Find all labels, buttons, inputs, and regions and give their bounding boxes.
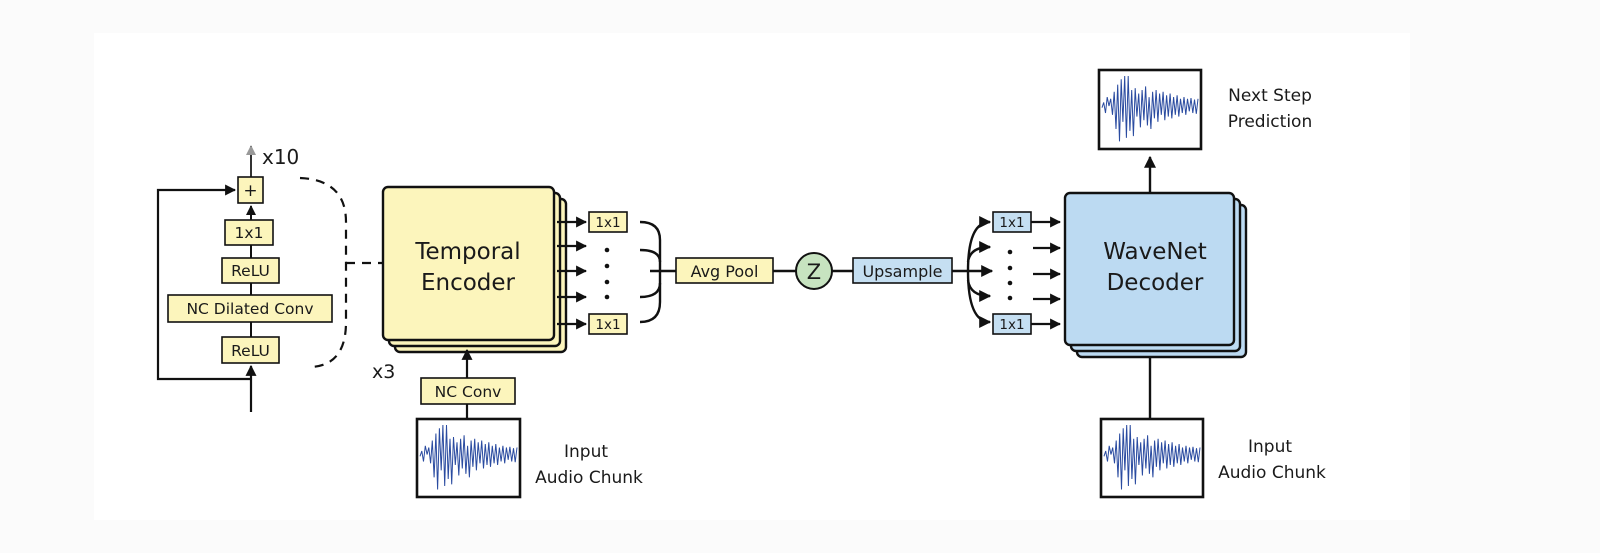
add-node [237,176,264,204]
fanout-arrow [966,241,992,263]
encoder-input-label-line2: Audio Chunk [535,468,643,488]
encoder-input-waveform-frame [415,417,522,499]
encoder-title-line1: Temporal [414,239,520,265]
encoder-1x1-bottom-box [588,313,628,335]
conv-1x1-label: 1x1 [235,224,264,242]
upsample-label: Upsample [862,262,942,281]
encoder-input-waveform [419,424,518,490]
bottleneck: Avg Pool Z Upsample [675,252,953,290]
dilated-conv-label: NC Dilated Conv [186,300,313,318]
stack-label: x3 [372,361,395,383]
ellipsis-dot [604,247,610,253]
wavenet-decoder: 1x1 1x1 WaveNet Decoder Next Step Predic… [952,68,1326,499]
encoder-1x1-top-label: 1x1 [595,215,620,231]
relu-bottom-box [221,336,280,364]
relu-top-box [221,257,280,284]
fanout-arrow [966,270,992,328]
decoder-input-label-line1: Input [1248,437,1292,457]
fanout-arrow [966,216,992,272]
add-node-label: + [243,181,257,201]
prediction-label-line2: Prediction [1228,112,1312,132]
temporal-encoder: Temporal Encoder x3 1x1 1x1 NC Conv Inpu… [372,185,676,499]
avg-pool-box [675,257,774,284]
ellipsis-dot [604,279,610,285]
prediction-waveform [1101,75,1199,142]
decoder-input-waveform [1103,424,1201,490]
encoder-block [381,185,556,342]
encoder-input-label-line1: Input [564,442,608,462]
dilated-conv-box [167,294,333,323]
ellipsis-dot [604,294,610,300]
encoder-1x1-bottom-label: 1x1 [595,317,620,333]
avg-pool-label: Avg Pool [691,262,759,281]
upsample-box [852,257,953,284]
residual-block: + 1x1 ReLU NC Dilated Conv ReLU x10 [156,145,383,412]
relu-top-label: ReLU [231,262,270,280]
ellipsis-dot [1007,280,1013,286]
fanout-arrow [966,279,992,302]
decoder-block [1063,191,1236,347]
merge-bracket [639,248,662,263]
merge-bracket [639,282,662,299]
encoder-1x1-top-box [588,211,628,233]
decoder-1x1-bottom-label: 1x1 [999,317,1024,333]
prediction-label-line1: Next Step [1228,86,1312,106]
repeat-label: x10 [262,145,299,169]
conv-1x1-box [224,219,274,246]
nc-conv-label: NC Conv [435,383,502,401]
decoder-title-line1: WaveNet [1103,239,1207,265]
decoder-1x1-top-label: 1x1 [999,215,1024,231]
ellipsis-dot [1007,249,1013,255]
ellipsis-dot [1007,295,1013,301]
skip-connection-arrow [156,184,251,381]
latent-z-label: Z [807,260,821,284]
decoder-input-label-line2: Audio Chunk [1218,463,1326,483]
relu-bottom-label: ReLU [231,342,270,360]
expansion-bracket [299,176,348,369]
ellipsis-dot [1007,265,1013,271]
encoder-title-line2: Encoder [421,270,516,296]
decoder-title-line2: Decoder [1107,270,1204,296]
ellipsis-dot [604,263,610,269]
